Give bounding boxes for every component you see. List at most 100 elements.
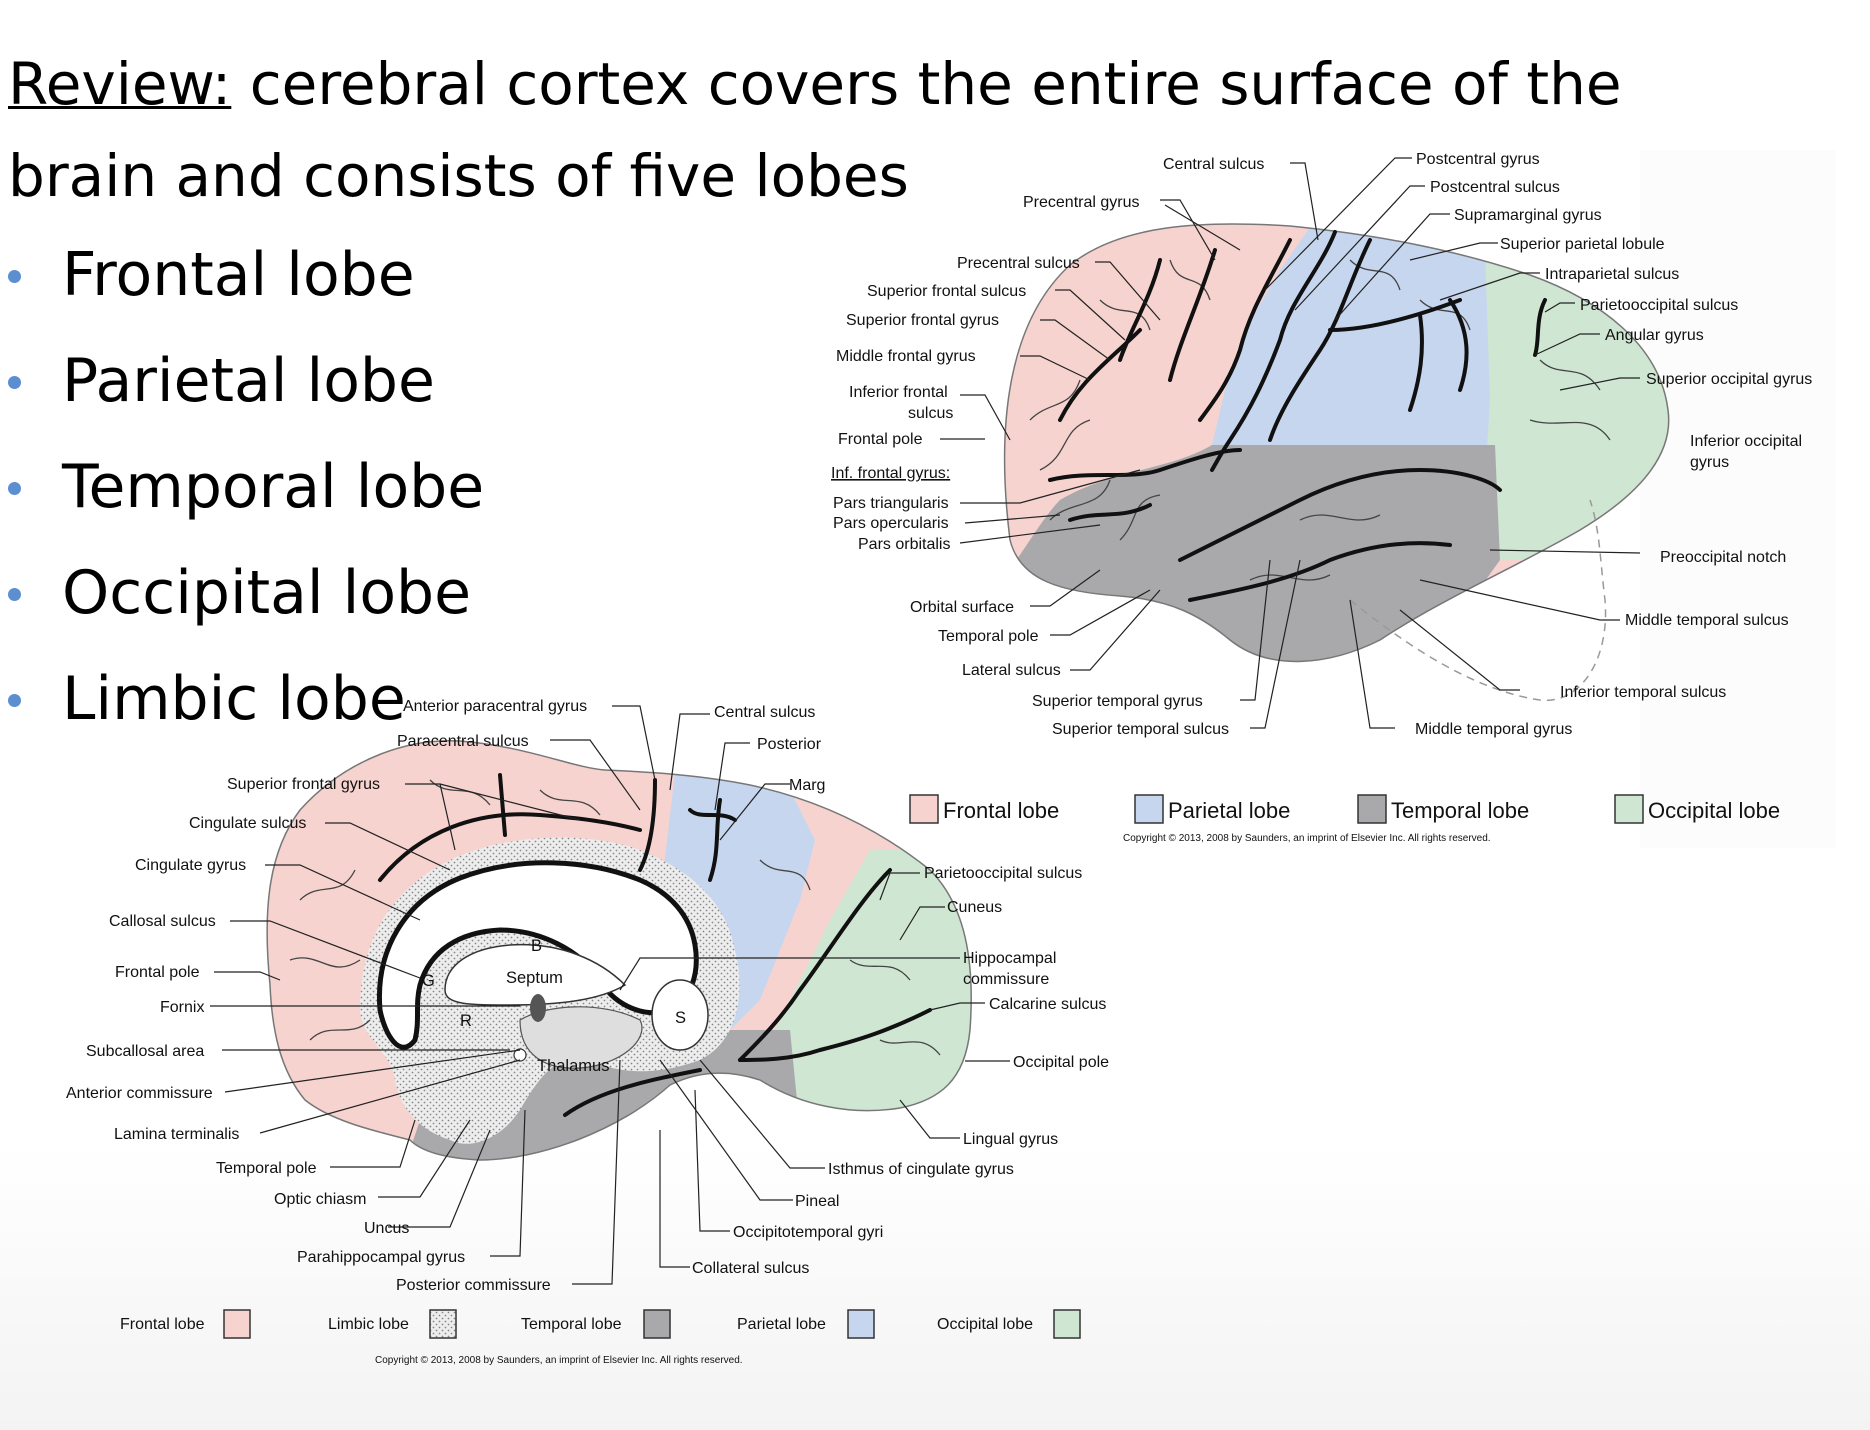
title-line2: brain and consists of five lobes [8,142,909,210]
legend-label-limbic: Limbic lobe [328,1316,409,1333]
legend-label-occipital: Occipital lobe [937,1316,1033,1333]
label-occipital-pole: Occipital pole [1013,1054,1109,1071]
label-middle-frontal-gyrus: Middle frontal gyrus [836,348,976,365]
bullet-text: Occipital lobe [62,558,472,628]
legend-swatch-parietal [1134,794,1164,824]
label-collateral-sulcus: Collateral sulcus [692,1260,809,1277]
bullet-dot [8,482,21,495]
medial-occipital-region [770,850,972,1130]
lateral-outline [1003,223,1670,663]
label-precentral-gyrus: Precentral gyrus [1023,194,1140,211]
label-thalamus: Thalamus [537,1057,609,1075]
medial-labels: Anterior paracentral gyrus Central sulcu… [66,698,1109,1294]
medial-leader-lines [210,705,1010,1285]
label-hippocampal-commissure: Hippocampal [963,950,1056,967]
label-postcentral-gyrus: Postcentral gyrus [1416,151,1540,168]
label-r: R [460,1012,472,1030]
label-supramarginal-gyrus: Supramarginal gyrus [1454,207,1602,224]
legend-swatch-parietal [847,1309,875,1339]
label-posterior: Posterior [757,736,822,753]
lateral-sulci [1048,230,1547,602]
legend-label-frontal: Frontal lobe [943,798,1059,823]
label-pars-triangularis: Pars triangularis [833,495,949,512]
bullet-frontal: Frontal lobe [8,238,484,344]
label-inferior-occipital-gyrus-2: gyrus [1690,454,1729,471]
lateral-copyright: Copyright © 2013, 2008 by Saunders, an i… [1123,833,1491,844]
label-precentral-sulcus: Precentral sulcus [957,255,1080,272]
label-callosal-sulcus: Callosal sulcus [109,913,216,930]
legend-label-occipital: Occipital lobe [1648,798,1780,823]
septum-region [444,943,627,1006]
legend-label-parietal: Parietal lobe [737,1316,826,1333]
legend-swatch-occipital [1614,794,1644,824]
label-central-sulcus-medial: Central sulcus [714,704,815,721]
legend-swatch-temporal [643,1309,671,1339]
label-inferior-frontal-sulcus: Inferior frontal [849,384,948,401]
label-parietooccipital-sulcus: Parietooccipital sulcus [1580,297,1738,314]
label-lingual-gyrus: Lingual gyrus [963,1131,1058,1148]
label-cingulate-gyrus: Cingulate gyrus [135,857,246,874]
legend-swatch-occipital [1053,1309,1081,1339]
label-postcentral-sulcus: Postcentral sulcus [1430,179,1560,196]
bullet-temporal: Temporal lobe [8,450,484,556]
label-parahippocampal-gyrus: Parahippocampal gyrus [297,1249,465,1266]
label-orbital-surface: Orbital surface [910,599,1014,616]
label-paracentral-sulcus: Paracentral sulcus [397,733,529,750]
legend-swatch-frontal [909,794,939,824]
bullet-text: Temporal lobe [62,452,485,522]
label-inferior-occipital-gyrus: Inferior occipital [1690,433,1802,450]
label-superior-parietal-lobule: Superior parietal lobule [1500,236,1665,253]
label-temporal-pole-medial: Temporal pole [216,1160,317,1177]
label-middle-temporal-gyrus: Middle temporal gyrus [1415,721,1572,738]
label-inf-frontal-gyrus: Inf. frontal gyrus: [831,465,950,482]
label-s: S [675,1009,686,1027]
label-subcallosal-area: Subcallosal area [86,1043,204,1060]
label-lateral-sulcus: Lateral sulcus [962,662,1061,679]
label-pars-opercularis: Pars opercularis [833,515,949,532]
label-superior-temporal-gyrus: Superior temporal gyrus [1032,693,1203,710]
title-rest: cerebral cortex covers the entire surfac… [231,50,1622,118]
label-inferior-temporal-sulcus: Inferior temporal sulcus [1560,684,1726,701]
medial-copyright: Copyright © 2013, 2008 by Saunders, an i… [375,1355,743,1366]
medial-gyri-texture [289,779,941,1056]
label-superior-temporal-sulcus: Superior temporal sulcus [1052,721,1229,738]
diagram-panel-bg [1640,150,1836,848]
legend-label-temporal: Temporal lobe [1391,798,1529,823]
bullet-dot [8,588,21,601]
bullet-dot [8,270,21,283]
lateral-legend: Frontal lobe Parietal lobe Temporal lobe… [909,794,1780,844]
label-preoccipital-notch: Preoccipital notch [1660,549,1786,566]
label-fornix: Fornix [160,999,204,1016]
bullet-text: Parietal lobe [62,346,435,416]
bullet-dot [8,694,21,707]
label-septum: Septum [506,969,563,987]
label-frontal-pole-medial: Frontal pole [115,964,200,981]
bullet-text: Frontal lobe [62,240,415,310]
label-anterior-commissure: Anterior commissure [66,1085,213,1102]
label-b: B [531,937,542,955]
label-superior-occipital-gyrus: Superior occipital gyrus [1646,371,1812,388]
label-cingulate-sulcus: Cingulate sulcus [189,815,306,832]
anterior-commissure-dot [530,994,546,1022]
legend-swatch-frontal [223,1309,251,1339]
label-pars-orbitalis: Pars orbitalis [858,536,950,553]
label-inferior-frontal-sulcus-2: sulcus [908,405,953,422]
anterior-commissure-circle [513,1048,527,1062]
label-cuneus: Cuneus [947,899,1002,916]
medial-sulci [378,773,932,1117]
label-parietooccipital-sulcus-medial: Parietooccipital sulcus [924,865,1082,882]
label-frontal-pole: Frontal pole [838,431,923,448]
bullet-occipital: Occipital lobe [8,556,484,662]
lateral-brain: Central sulcus Postcentral gyrus Postcen… [831,150,1836,848]
label-uncus: Uncus [364,1220,409,1237]
lateral-labels: Central sulcus Postcentral gyrus Postcen… [831,151,1812,738]
bullet-parietal: Parietal lobe [8,344,484,450]
medial-outline [266,740,972,1161]
label-isthmus: Isthmus of cingulate gyrus [828,1161,1014,1178]
label-calcarine-sulcus: Calcarine sulcus [989,996,1106,1013]
bullet-text: Limbic lobe [62,664,406,734]
label-superior-frontal-gyrus: Superior frontal gyrus [846,312,999,329]
label-intraparietal-sulcus: Intraparietal sulcus [1545,266,1679,283]
medial-legend: Frontal lobe Limbic lobe Temporal lobe P… [120,1309,1081,1366]
